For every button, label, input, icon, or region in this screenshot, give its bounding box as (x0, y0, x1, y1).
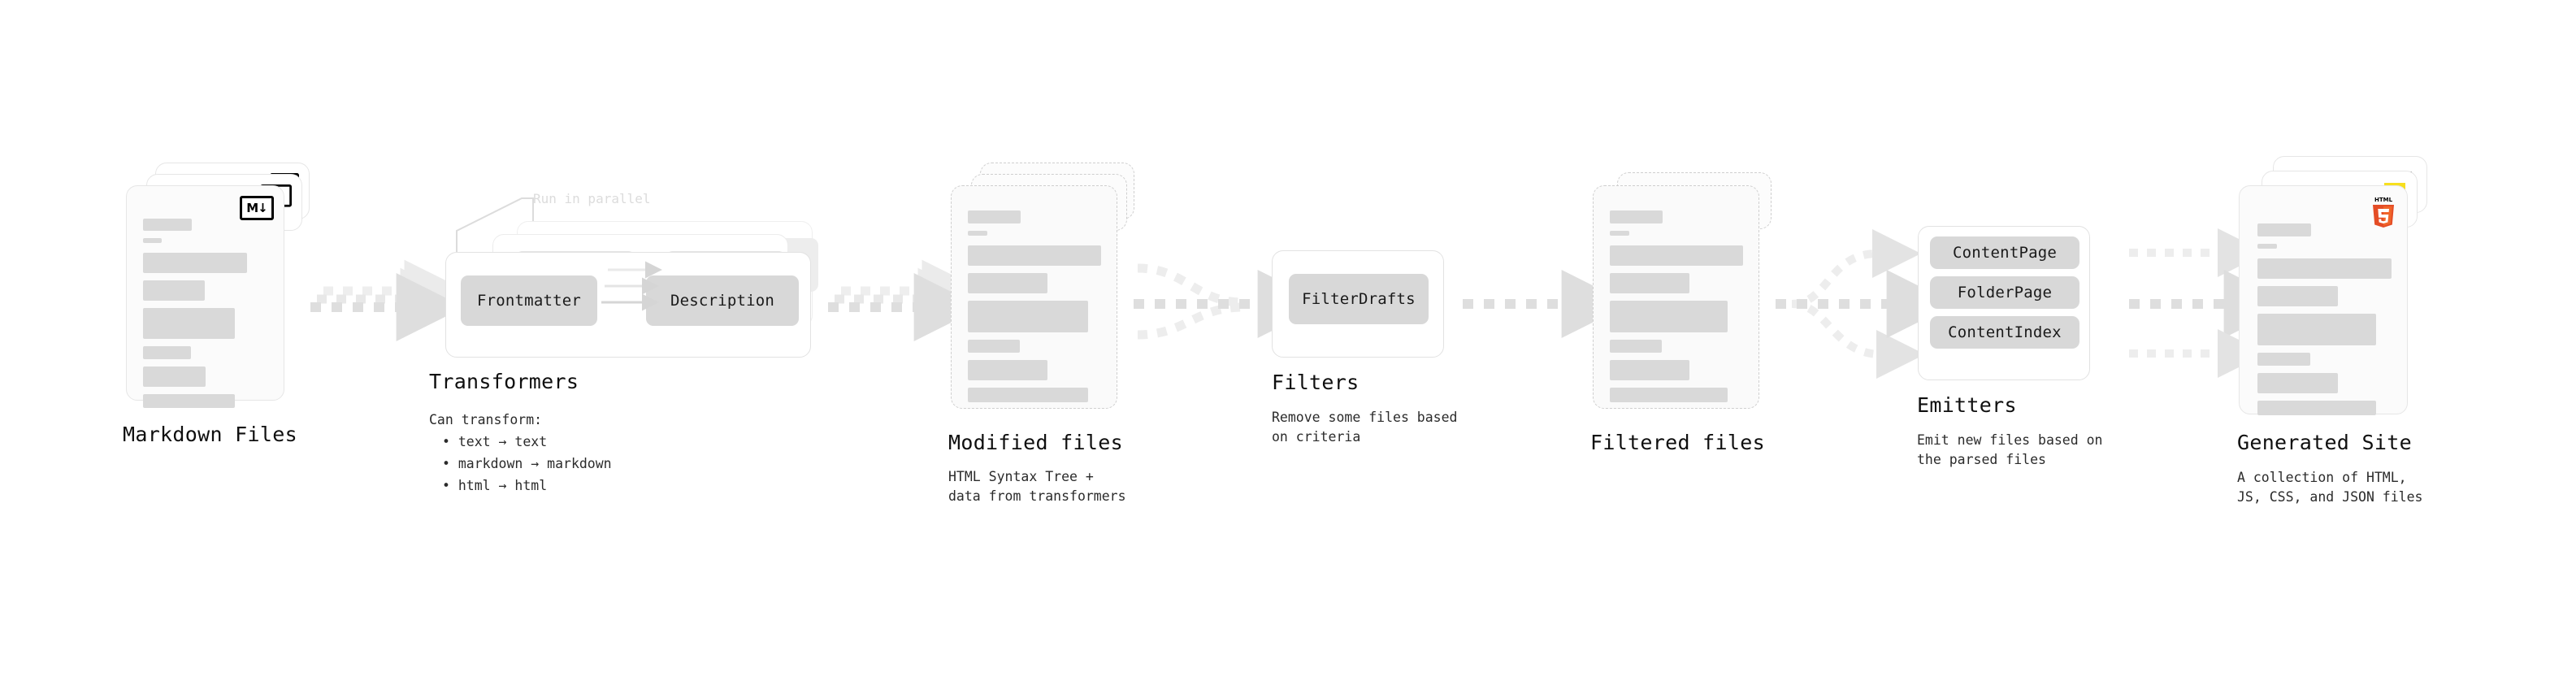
filter-chip-filterdrafts[interactable]: FilterDrafts (1289, 274, 1429, 324)
arrow-filtered-to-emitters (1776, 229, 1955, 379)
skeleton-bar (1610, 360, 1689, 380)
skeleton-bar (2257, 373, 2338, 393)
markdown-card-skeleton (143, 219, 269, 415)
skeleton-bar (1610, 388, 1728, 402)
skeleton-bar (968, 301, 1088, 332)
stage-filters: FilterDrafts Filters Remove some files b… (1272, 250, 1457, 445)
stage-subtitle-emitters: Emit new files based on the parsed files (1917, 432, 2103, 467)
stage-subtitle-transformers: Can transform: (429, 412, 543, 427)
skeleton-bar (2257, 223, 2311, 236)
transform-bullet-2: • html → html (442, 478, 548, 493)
skeleton-bar (143, 238, 162, 243)
stage-title-modified-files: Modified files (948, 431, 1123, 454)
skeleton-bar (143, 280, 205, 301)
arrow-modified-to-filters (1134, 263, 1326, 340)
arrow-emitters-to-site (2129, 228, 2292, 378)
stage-filtered-files: Filtered files (1590, 163, 1780, 454)
skeleton-bar (1610, 273, 1689, 293)
skeleton-bar (2257, 258, 2392, 279)
stage-title-markdown-files: Markdown Files (123, 423, 297, 446)
filtered-card-skeleton (1610, 210, 1744, 410)
stage-subtitle-filters: Remove some files based on criteria (1272, 410, 1458, 445)
skeleton-bar (143, 253, 247, 273)
svg-text:HTML: HTML (2374, 197, 2393, 203)
modified-card-skeleton (968, 210, 1102, 410)
emitter-chip-contentindex[interactable]: ContentIndex (1930, 316, 2079, 349)
skeleton-bar (968, 245, 1101, 266)
stage-emitters: ContentPage FolderPage ContentIndex Emit… (1917, 226, 2102, 467)
modified-card-front (951, 185, 1117, 409)
skeleton-bar (968, 231, 987, 236)
skeleton-bar (2257, 244, 2277, 249)
stage-title-emitters: Emitters (1917, 393, 2017, 417)
transform-bullet-1: • markdown → markdown (442, 456, 612, 471)
transform-bullet-0: • text → text (442, 434, 548, 449)
stage-subtitle-generated-site: A collection of HTML, JS, CSS, and JSON … (2237, 470, 2423, 505)
markdown-card-front: M↓ (126, 185, 284, 408)
stage-title-filters: Filters (1272, 371, 1360, 394)
stage-subtitle-modified-files: HTML Syntax Tree + data from transformer… (948, 469, 1126, 504)
run-in-parallel-brace (456, 197, 534, 274)
skeleton-bar (143, 308, 235, 339)
arrow-transformers-to-modified (828, 259, 985, 341)
site-card-skeleton (2257, 223, 2392, 423)
transformer-chip-frontmatter[interactable]: Frontmatter (461, 275, 597, 326)
skeleton-bar (1610, 231, 1629, 236)
skeleton-bar (143, 394, 235, 408)
arrow-markdown-to-transformers (310, 259, 467, 341)
skeleton-bar (143, 346, 191, 359)
markdown-icon: M↓ (240, 196, 274, 220)
skeleton-bar (968, 210, 1021, 223)
skeleton-bar (2257, 314, 2376, 345)
skeleton-bar (968, 273, 1047, 293)
emitters-box: ContentPage FolderPage ContentIndex (1918, 226, 2090, 380)
emitter-chip-contentpage[interactable]: ContentPage (1930, 236, 2079, 269)
stage-title-filtered-files: Filtered files (1590, 431, 1765, 454)
stage-markdown-files: M↓ M↓ M↓ Markdown Files (123, 163, 313, 446)
emitter-chip-folderpage[interactable]: FolderPage (1930, 276, 2079, 309)
skeleton-bar (1610, 340, 1662, 353)
filters-box: FilterDrafts (1272, 250, 1444, 358)
stage-generated-site: CSS JS HTML (2237, 156, 2434, 505)
skeleton-bar (1610, 301, 1728, 332)
skeleton-bar (143, 367, 206, 387)
transformer-inner-arrows (601, 261, 662, 311)
skeleton-bar (2257, 353, 2310, 366)
stage-title-generated-site: Generated Site (2237, 431, 2412, 454)
skeleton-bar (968, 360, 1047, 380)
skeleton-bar (2257, 286, 2338, 306)
site-card-front: HTML (2239, 185, 2408, 415)
stage-title-transformers: Transformers (429, 370, 579, 393)
skeleton-bar (1610, 245, 1743, 266)
skeleton-bar (1610, 210, 1663, 223)
run-in-parallel-label: Run in parallel (533, 191, 651, 206)
skeleton-bar (2257, 401, 2376, 415)
skeleton-bar (143, 219, 192, 231)
transformer-chip-description[interactable]: Description (646, 275, 799, 326)
skeleton-bar (968, 388, 1088, 402)
filtered-card-front (1593, 185, 1759, 409)
skeleton-bar (968, 340, 1020, 353)
html5-icon: HTML (2370, 196, 2397, 228)
stage-modified-files: Modified files HTML Syntax Tree + data f… (948, 163, 1138, 504)
